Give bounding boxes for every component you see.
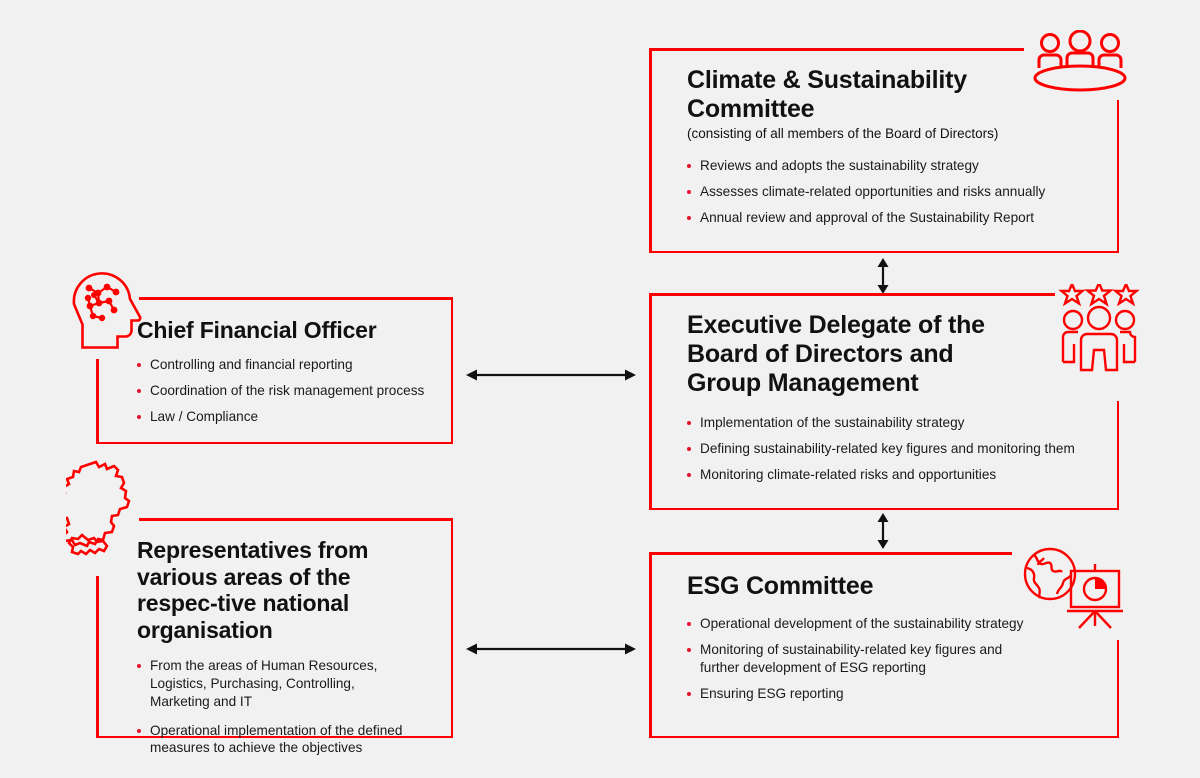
responsibility-list: Reviews and adopts the sustainability st…: [687, 157, 1119, 227]
box-border-left: [96, 359, 99, 444]
responsibility-list: Operational development of the sustainab…: [687, 615, 1042, 703]
list-item-label: Defining sustainability-related key figu…: [700, 440, 1075, 456]
box-border-right: [450, 518, 453, 738]
list-item: Controlling and financial reporting: [137, 356, 453, 374]
list-item: Operational development of the sustainab…: [687, 615, 1042, 633]
box-border-top: [649, 552, 1012, 555]
responsibility-list: Implementation of the sustainability str…: [687, 414, 1119, 484]
list-item: Law / Compliance: [137, 408, 453, 426]
globe-presentation-chart-icon: [1013, 546, 1133, 638]
connector-representatives-to-esg: [466, 638, 636, 660]
node-subtitle: (consisting of all members of the Board …: [687, 126, 999, 141]
list-item-label: Coordination of the risk management proc…: [150, 382, 425, 398]
responsibility-list: Controlling and financial reporting Coor…: [137, 356, 453, 426]
bullet-dot: [137, 388, 141, 393]
box-border-bottom: [96, 441, 453, 444]
box-border-bottom: [649, 735, 1119, 738]
bullet-dot: [687, 691, 691, 696]
connector-cfo-to-executive: [466, 364, 636, 386]
connector-climate-to-executive: [872, 258, 894, 294]
list-item-label: Ensuring ESG reporting: [700, 685, 844, 701]
list-item-label: From the areas of Human Resources, Logis…: [150, 657, 378, 709]
bullet-dot: [687, 647, 691, 652]
box-border-top: [649, 48, 1024, 51]
list-item-label: Reviews and adopts the sustainability st…: [700, 157, 979, 173]
node-title: Climate & Sustainability Committee: [687, 66, 967, 123]
list-item: Monitoring of sustainability-related key…: [687, 641, 1042, 677]
node-title: ESG Committee: [687, 572, 874, 600]
bullet-dot: [687, 215, 691, 220]
box-border-top: [649, 293, 1055, 296]
bullet-dot: [137, 362, 141, 367]
list-item: Operational implementation of the define…: [137, 722, 412, 758]
bullet-dot: [687, 189, 691, 194]
node-title: Chief Financial Officer: [137, 317, 377, 343]
box-border-right: [1116, 401, 1119, 510]
bullet-dot: [137, 663, 141, 668]
box-border-left: [96, 576, 99, 738]
box-border-bottom: [649, 507, 1119, 510]
node-esg-committee: ESG Committee Operational development of…: [649, 552, 1119, 738]
bullet-dot: [687, 446, 691, 451]
bullet-dot: [687, 421, 691, 425]
node-climate-sustainability-committee: Climate & Sustainability Committee (cons…: [649, 48, 1119, 253]
box-border-top: [139, 297, 453, 300]
list-item-label: Monitoring of sustainability-related key…: [700, 641, 1003, 675]
list-item: Ensuring ESG reporting: [687, 685, 1042, 703]
bullet-dot: [687, 163, 691, 168]
list-item-label: Law / Compliance: [150, 408, 259, 424]
list-item: Assesses climate-related opportunities a…: [687, 183, 1119, 201]
list-item: Reviews and adopts the sustainability st…: [687, 157, 1119, 175]
node-title: Executive Delegate of the Board of Direc…: [687, 311, 985, 397]
list-item: Defining sustainability-related key figu…: [687, 440, 1119, 458]
bullet-dot: [137, 728, 141, 733]
three-people-round-table-icon: [1030, 29, 1130, 102]
list-item: From the areas of Human Resources, Logis…: [137, 657, 412, 711]
box-border-left: [649, 48, 652, 253]
responsibility-list: From the areas of Human Resources, Logis…: [137, 657, 412, 758]
node-executive-delegate: Executive Delegate of the Board of Direc…: [649, 293, 1119, 510]
three-people-three-stars-icon: [1055, 279, 1143, 374]
box-border-top: [139, 518, 453, 521]
head-brain-network-icon: [66, 268, 146, 350]
list-item-label: Implementation of the sustainability str…: [700, 415, 965, 430]
list-item-label: Controlling and financial reporting: [150, 356, 353, 372]
box-border-left: [649, 293, 652, 510]
list-item-label: Annual review and approval of the Sustai…: [700, 209, 1035, 225]
list-item-label: Monitoring climate-related risks and opp…: [700, 466, 997, 482]
node-chief-financial-officer: Chief Financial Officer Controlling and …: [96, 297, 453, 444]
list-item: Coordination of the risk management proc…: [137, 382, 453, 400]
box-border-left: [649, 552, 652, 738]
bullet-dot: [137, 414, 141, 419]
box-border-bottom: [96, 735, 453, 738]
box-border-right: [450, 297, 453, 444]
bullet-dot: [687, 622, 691, 626]
box-border-bottom: [649, 250, 1119, 253]
list-item: Implementation of the sustainability str…: [687, 414, 1119, 432]
connector-executive-to-esg: [872, 513, 894, 549]
list-item: Monitoring climate-related risks and opp…: [687, 466, 1119, 484]
box-border-right: [1116, 100, 1119, 253]
list-item-label: Operational implementation of the define…: [150, 722, 403, 756]
node-title: Representatives from various areas of th…: [137, 537, 369, 644]
list-item-label: Operational development of the sustainab…: [700, 616, 1024, 631]
list-item: Annual review and approval of the Sustai…: [687, 209, 1119, 227]
node-representatives: Representatives from various areas of th…: [96, 518, 453, 755]
list-item-label: Assesses climate-related opportunities a…: [700, 183, 1046, 199]
box-border-right: [1116, 640, 1119, 738]
germany-map-icon: [58, 458, 144, 563]
bullet-dot: [687, 472, 691, 477]
